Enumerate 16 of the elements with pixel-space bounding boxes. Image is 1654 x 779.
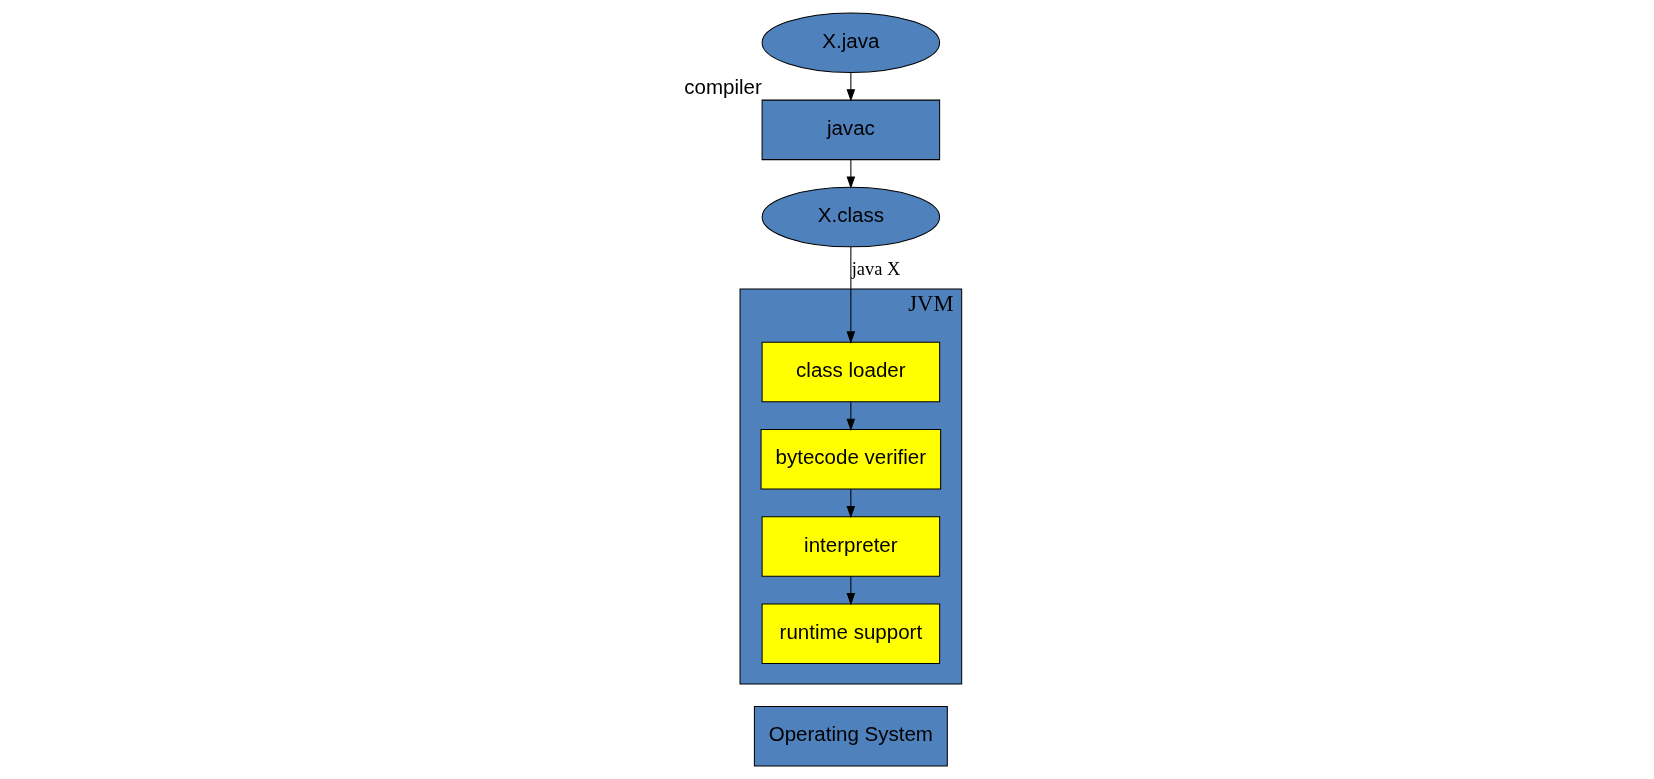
arrow <box>846 575 856 606</box>
edge-label: java X <box>851 258 901 279</box>
node-box: class loader <box>761 341 941 403</box>
node-box: Operating System <box>753 706 948 767</box>
node-label: compiler <box>684 74 762 98</box>
node-ellipse: X.java <box>761 12 941 73</box>
node-box: interpreter <box>761 516 941 577</box>
arrow <box>846 246 856 344</box>
node-ellipse: X.class <box>761 186 941 248</box>
arrow <box>846 488 856 519</box>
node-box: bytecode verifier <box>760 429 942 490</box>
node-box: javac <box>761 99 941 161</box>
arrow <box>846 72 856 102</box>
arrow <box>846 159 856 189</box>
arrow <box>846 401 856 431</box>
node-box: runtime support <box>761 603 941 664</box>
